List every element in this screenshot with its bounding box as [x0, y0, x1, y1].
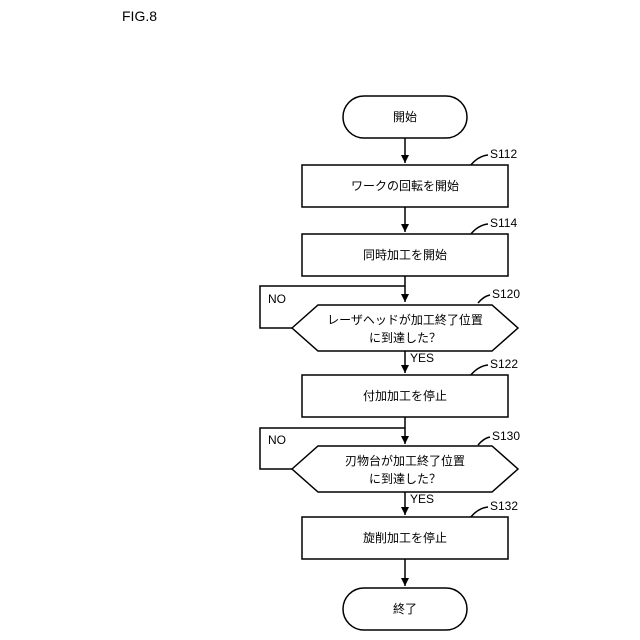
step-leader: [478, 295, 490, 303]
step-id-s132: S132: [490, 499, 518, 513]
step-id-s130: S130: [492, 429, 520, 443]
no-label-s130: NO: [268, 433, 286, 447]
decision-s130-line2: に到達した？: [369, 472, 441, 486]
step-id-s120: S120: [492, 287, 520, 301]
process-s122-label: 付加加工を停止: [363, 388, 447, 403]
decision-s130-line1: 刃物台が加工終了位置: [345, 453, 465, 468]
process-s112-label: ワークの回転を開始: [351, 179, 459, 193]
step-id-s114: S114: [490, 216, 517, 230]
yes-label-s130: YES: [410, 492, 434, 506]
step-leader: [478, 437, 490, 445]
start-label: 開始: [393, 110, 417, 124]
yes-label-s120: YES: [410, 351, 434, 365]
process-s114-label: 同時加工を開始: [363, 248, 447, 262]
process-s132-label: 旋削加工を停止: [363, 530, 447, 545]
no-label-s120: NO: [268, 292, 286, 306]
decision-s120-line1: レーザヘッドが加工終了位置: [327, 312, 483, 327]
end-label: 終了: [393, 601, 417, 616]
step-id-s112: S112: [490, 147, 517, 161]
step-id-s122: S122: [490, 357, 518, 371]
decision-s120-line2: に到達した？: [369, 331, 441, 345]
